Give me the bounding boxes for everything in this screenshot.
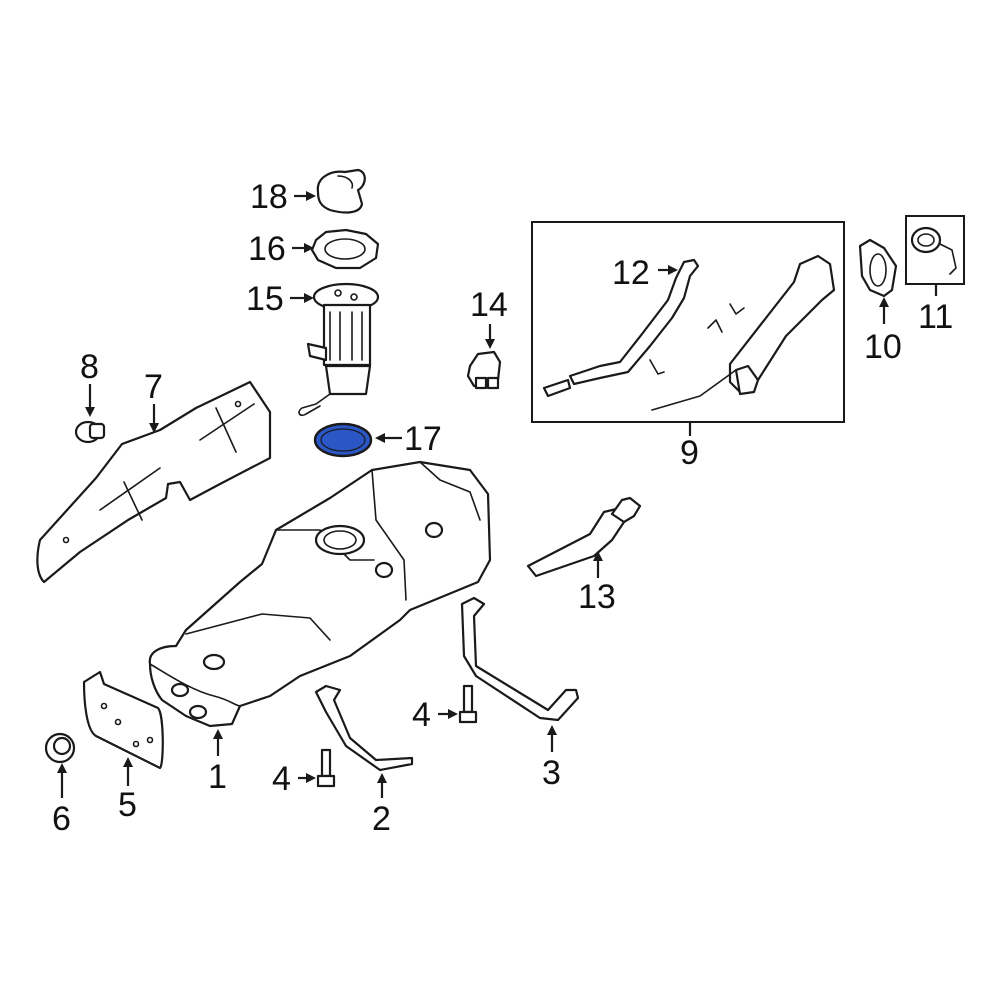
- callout-6[interactable]: 6: [52, 800, 71, 838]
- part-4-bolt-b[interactable]: [458, 684, 478, 724]
- callout-15[interactable]: 15: [246, 280, 284, 318]
- part-18-cover[interactable]: [316, 168, 366, 214]
- callout-11[interactable]: 11: [918, 298, 953, 336]
- part-8-clip[interactable]: [74, 420, 106, 444]
- part-14-vent-valve[interactable]: [466, 350, 502, 390]
- callout-7[interactable]: 7: [144, 368, 163, 406]
- callout-10[interactable]: 10: [864, 328, 902, 366]
- callout-14[interactable]: 14: [470, 286, 508, 324]
- part-7-heat-shield[interactable]: [36, 380, 272, 584]
- callout-12[interactable]: 12: [612, 254, 650, 292]
- part-10-filler-gasket[interactable]: [858, 238, 898, 298]
- callout-3[interactable]: 3: [542, 754, 561, 792]
- part-3-strap[interactable]: [460, 596, 580, 722]
- callout-18[interactable]: 18: [250, 178, 288, 216]
- callout-8[interactable]: 8: [80, 348, 99, 386]
- callout-17[interactable]: 17: [404, 420, 442, 458]
- part-5-protector[interactable]: [82, 670, 164, 770]
- callout-13[interactable]: 13: [578, 578, 616, 616]
- callout-9[interactable]: 9: [680, 434, 699, 472]
- part-16-lock-ring[interactable]: [310, 228, 380, 270]
- part-15-fuel-pump[interactable]: [298, 282, 380, 417]
- callout-4b[interactable]: 4: [412, 696, 431, 734]
- part-11-fuel-cap[interactable]: [910, 226, 957, 275]
- part-9-group-box: [531, 221, 845, 423]
- part-13-filler-hose[interactable]: [526, 496, 642, 578]
- part-6-grommet[interactable]: [44, 732, 76, 764]
- callout-5[interactable]: 5: [118, 786, 137, 824]
- part-2-strap[interactable]: [314, 684, 414, 772]
- leader-lines: [57, 191, 938, 798]
- part-1-fuel-tank[interactable]: [148, 460, 492, 728]
- callout-2[interactable]: 2: [372, 800, 391, 838]
- callout-16[interactable]: 16: [248, 230, 286, 268]
- part-4-bolt-a[interactable]: [316, 748, 336, 788]
- part-12-breather-hose[interactable]: [542, 258, 700, 398]
- part-9-filler-pipe[interactable]: [649, 254, 836, 411]
- callout-4a[interactable]: 4: [272, 760, 291, 798]
- callout-1[interactable]: 1: [208, 758, 227, 796]
- part-17-gasket[interactable]: [313, 422, 373, 458]
